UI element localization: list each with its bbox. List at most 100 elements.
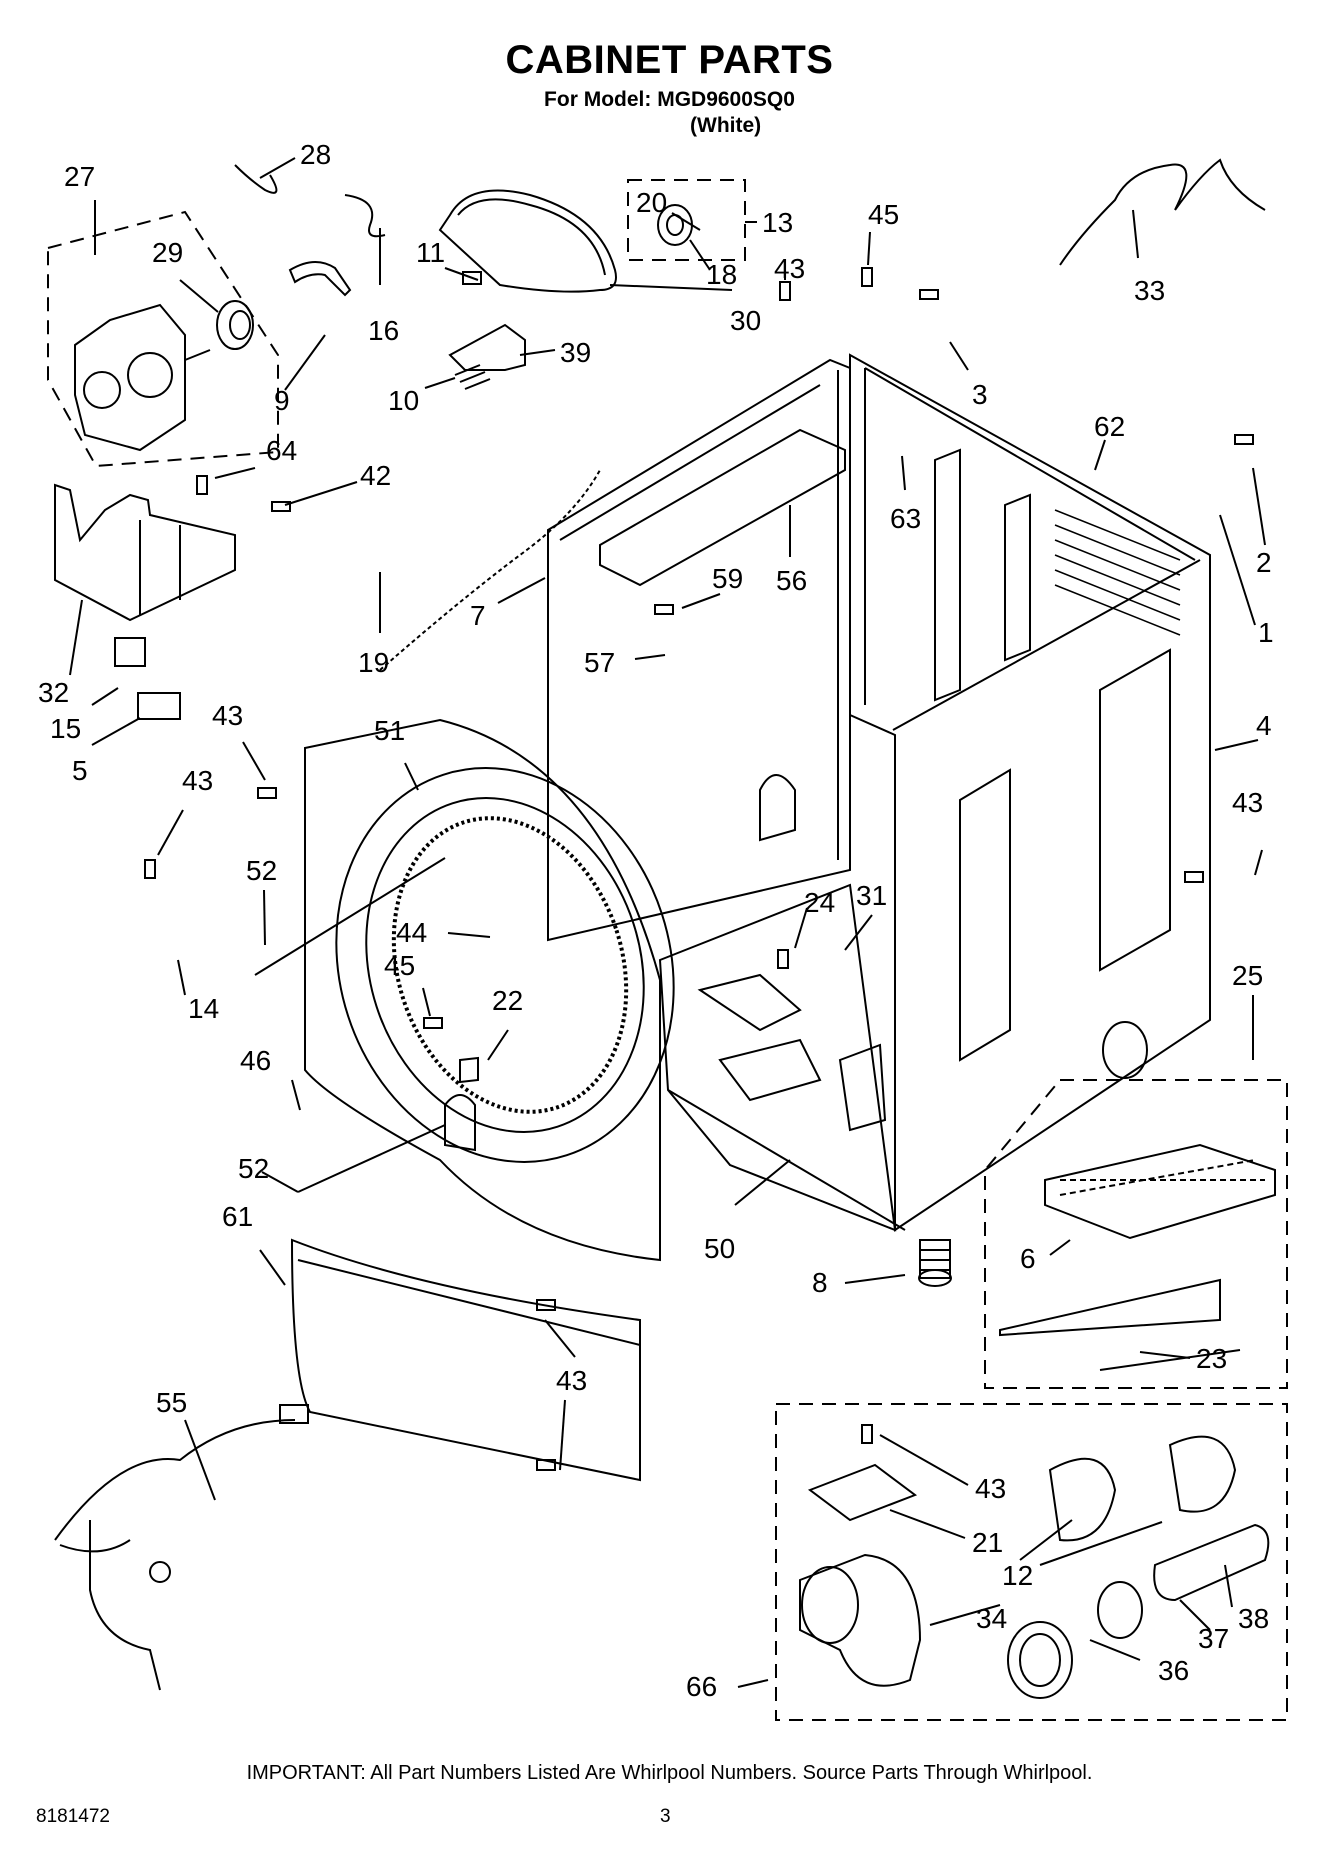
callout-label: 33 [1134, 275, 1165, 306]
vent-kit [799, 1435, 1270, 1699]
callout-label: 15 [50, 713, 81, 744]
door-opening [335, 767, 675, 1163]
callout-label: 12 [1002, 1560, 1033, 1591]
exhaust-clamp-small [1097, 1581, 1143, 1639]
callout-label: 24 [804, 887, 835, 918]
callout-label: 57 [584, 647, 615, 678]
motor-pulley [216, 300, 254, 350]
motor-assembly [54, 261, 352, 720]
motor-mount [54, 483, 236, 622]
vent-kit-group-box [775, 1403, 1288, 1721]
callout-label: 8 [812, 1267, 828, 1298]
callout-label: 3 [972, 379, 988, 410]
callout-label: 4 [1256, 710, 1272, 741]
idler-spring [454, 364, 491, 390]
dashed-group-boxes [47, 179, 1288, 1721]
callout-label: 43 [1232, 787, 1263, 818]
callout-label: 21 [972, 1527, 1003, 1558]
door-switch [444, 1094, 476, 1152]
toe-panel [290, 1238, 641, 1482]
color-line: (White) [690, 114, 762, 137]
callout-label: 55 [156, 1387, 187, 1418]
callout-label: 9 [274, 385, 290, 416]
document-number: 8181472 [36, 1806, 110, 1827]
callout-label: 22 [492, 985, 523, 1016]
callout-label: 37 [1198, 1623, 1229, 1654]
motor-clamp [288, 261, 352, 297]
callout-label: 30 [730, 305, 761, 336]
page-title: CABINET PARTS [505, 38, 834, 82]
callout-label: 62 [1094, 411, 1125, 442]
callout-label: 66 [686, 1671, 717, 1702]
ground-wire [379, 469, 601, 671]
exhaust-pipe [1153, 1523, 1270, 1602]
callout-label: 11 [416, 237, 445, 268]
filter-group-box [984, 1079, 1288, 1389]
screws [144, 267, 1254, 1471]
callout-label: 18 [706, 259, 737, 290]
vent-plate [807, 1463, 918, 1522]
wire-harness [54, 1419, 296, 1691]
filter-seal [1099, 1349, 1241, 1371]
power-cord [1059, 158, 1266, 266]
callout-label: 50 [704, 1233, 735, 1264]
door-strike [459, 1056, 479, 1084]
callout-label: 64 [266, 435, 297, 466]
callout-label: 19 [358, 647, 389, 678]
callout-label: 56 [776, 565, 807, 596]
rear-brace [599, 428, 846, 587]
callout-label: 7 [470, 600, 486, 631]
callout-label: 2 [1256, 547, 1272, 578]
belt-and-idler [438, 189, 693, 390]
callout-label: 10 [388, 385, 419, 416]
exhaust-cap-1 [1048, 1457, 1117, 1542]
model-line: For Model: MGD9600SQ0 [544, 88, 795, 111]
filter-cover [999, 1278, 1221, 1337]
callout-label: 43 [182, 765, 213, 796]
callout-labels: 27 28 29 9 16 11 10 39 30 20 18 13 45 43… [38, 139, 1274, 1702]
callout-label: 44 [396, 917, 427, 948]
callout-label: 6 [1020, 1243, 1036, 1274]
exhaust-cap-2 [1168, 1435, 1237, 1513]
callout-label: 20 [636, 187, 667, 218]
callout-label: 36 [1158, 1655, 1189, 1686]
callout-label: 34 [976, 1603, 1007, 1634]
front-seal [391, 816, 629, 1114]
callout-label: 61 [222, 1201, 253, 1232]
exhaust-clamp [1007, 1621, 1073, 1699]
callout-label: 5 [72, 755, 88, 786]
callout-label: 43 [975, 1473, 1006, 1504]
lint-filter [1044, 1143, 1276, 1240]
callout-label: 63 [890, 503, 921, 534]
filter-assembly [999, 1143, 1276, 1371]
callout-label: 1 [1258, 617, 1274, 648]
leader-lines [69, 157, 1266, 1688]
motor-group-box [47, 210, 279, 468]
callout-label: 38 [1238, 1603, 1269, 1634]
drum-bearing-group-box [627, 179, 746, 261]
callout-label: 28 [300, 139, 331, 170]
callout-label: 51 [374, 715, 405, 746]
callout-label: 32 [38, 677, 69, 708]
callout-label: 14 [188, 993, 219, 1024]
leveling-leg [918, 1239, 952, 1287]
exhaust-elbow [799, 1553, 922, 1687]
callout-label: 25 [1232, 960, 1263, 991]
motor [74, 303, 186, 452]
callout-label: 16 [368, 315, 399, 346]
callout-label: 59 [712, 563, 743, 594]
callout-label: 23 [1196, 1343, 1227, 1374]
motor-switch [137, 692, 181, 720]
callout-label: 29 [152, 237, 183, 268]
callout-label: 43 [556, 1365, 587, 1396]
page-number: 3 [660, 1806, 671, 1827]
front-panel [304, 718, 675, 1262]
wires [54, 158, 1266, 1691]
heater-grill [1054, 509, 1181, 636]
drive-belt [438, 189, 617, 293]
callout-label: 43 [212, 700, 243, 731]
motor-wire [234, 164, 278, 194]
callout-label: 52 [246, 855, 277, 886]
callout-label: 39 [560, 337, 591, 368]
